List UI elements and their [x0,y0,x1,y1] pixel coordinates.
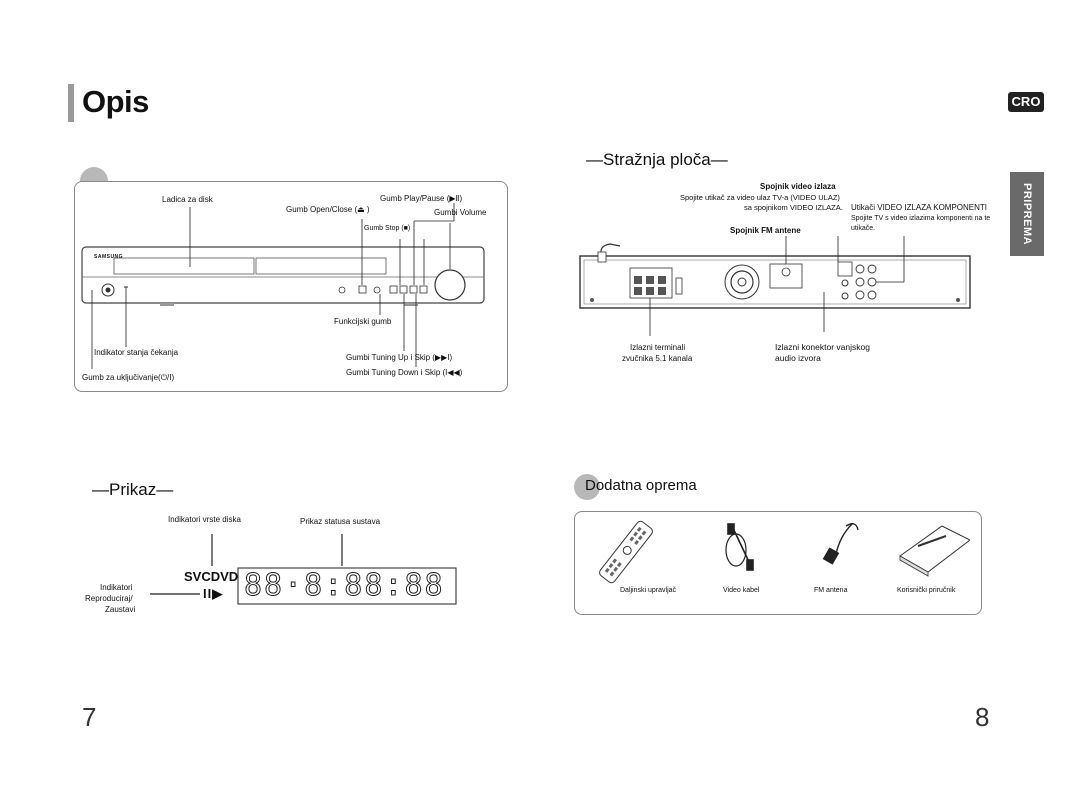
lcd-frame [237,567,457,605]
svcdvd-indicator: SVCDVD [184,569,239,584]
side-tab-label: PRIPREMA [1021,182,1033,246]
label-ext-audio-1: Izlazni konektor vanjskog [775,342,870,352]
accessory-label-video-cable: Video kabel [723,587,760,594]
display-window-shape [255,257,387,275]
display-diagram [150,534,457,605]
label-volume: Gumbi Volume [434,208,487,217]
title-accent-bar [68,84,74,122]
disc-tray-shape [113,257,255,275]
label-speaker-1: Izlazni terminali [630,343,686,352]
rear-panel-diagram [579,236,971,336]
label-component-title: Utikači VIDEO IZLAZA KOMPONENTI [851,203,988,212]
brand-logo: SAMSUNG [94,254,124,260]
accessories-illustrations [599,520,970,584]
accessories-marker-circle [574,474,600,500]
label-indicators-1: Indikatori [100,583,133,592]
video-cable-icon [725,523,754,571]
volume-knob-shape [434,269,466,301]
remote-control-icon [599,520,653,584]
lcd-digits: 88·8:88:88 [244,568,445,604]
label-tuning-up: Gumbi Tuning Up i Skip (▶▶I) [346,353,453,362]
page-title: Opis [82,84,149,119]
side-tab [1010,172,1044,256]
label-speaker-2: zvučnika 5.1 kanala [622,354,693,363]
label-system-status: Prikaz statusa sustava [300,517,381,526]
label-component-desc-1: Spojite TV s video izlazima komponenti n… [851,215,991,222]
label-open-close: Gumb Open/Close (⏏ ) [286,205,370,214]
label-power: Gumb za uključivanje(⏻/I) [82,373,175,382]
label-tuning-down: Gumbi Tuning Down i Skip (I◀◀) [346,368,463,377]
label-stop: Gumb Stop (■) [364,225,411,232]
label-function: Funkcijski gumb [334,317,392,326]
accessories-heading: Dodatna oprema [585,477,697,494]
label-disc-tray: Ladica za disk [162,195,213,204]
fm-antenna-icon [822,523,859,565]
label-component-desc-2: utikače. [851,225,876,232]
language-badge: CRO [1008,92,1044,112]
label-standby: Indikator stanja čekanja [94,348,179,357]
label-indicators-3: Zaustavi [105,605,136,614]
rear-panel-heading: —Stražnja ploča— [586,150,728,169]
play-pause-indicator-icon: II▶ [203,586,224,601]
label-play-pause: Gumb Play/Pause (▶Ⅱ) [380,194,463,203]
user-manual-icon [899,525,970,577]
label-video-out-desc-1: Spojite utikač za video ulaz TV-a (VIDEO… [680,193,840,202]
page-number-left: 7 [82,702,97,732]
label-fm-antenna: Spojnik FM antene [730,226,801,235]
label-video-out-title: Spojnik video izlaza [760,182,836,191]
accessory-label-fm-antenna: FM antena [814,587,848,594]
label-video-out-desc-2: sa spojnikom VIDEO IZLAZA. [744,203,843,212]
label-ext-audio-2: audio izvora [775,353,821,363]
accessory-label-remote: Daljinski upravljač [620,587,677,594]
front-panel-diagram [81,203,485,369]
display-heading: —Prikaz— [92,480,174,499]
label-disc-indicators: Indikatori vrste diska [168,515,241,524]
accessory-label-manual: Korisnički priručnik [897,587,956,594]
label-indicators-2: Reproduciraj/ [85,594,133,603]
page-number-right: 8 [975,702,990,732]
